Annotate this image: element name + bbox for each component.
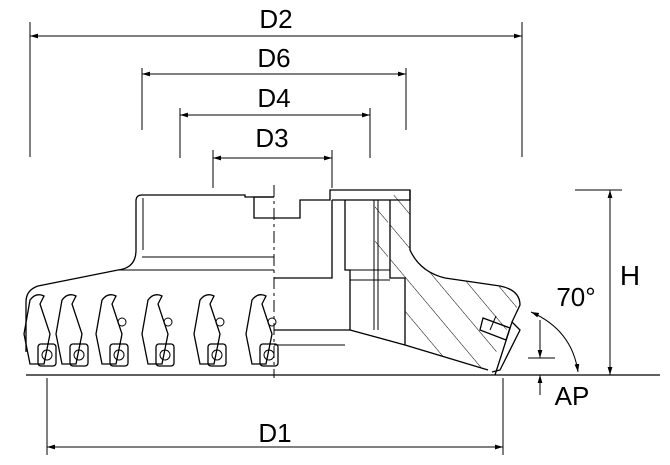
angle-label: 70° [556,282,595,312]
dimension-h: H [575,189,640,375]
right-insert [479,315,521,373]
d1-label: D1 [258,418,291,448]
dimension-d4: D4 [179,83,371,158]
dimension-d1: D1 [46,378,504,455]
dimension-d2: D2 [29,4,523,157]
insert-tooth [193,294,227,367]
dimension-ap: AP [528,320,589,411]
h-label: H [620,260,640,291]
insert-tooth [55,294,89,367]
insert-teeth [23,294,279,367]
insert-tooth [141,294,175,367]
d3-label: D3 [255,123,288,153]
cutter-body [25,185,660,378]
dimension-d3: D3 [212,123,333,188]
d2-label: D2 [259,4,292,34]
dimension-angle: 70° [530,282,596,373]
ap-label: AP [555,381,590,411]
d6-label: D6 [257,43,290,73]
dimension-d6: D6 [141,43,407,130]
insert-tooth [23,294,57,367]
d4-label: D4 [257,83,290,113]
insert-tooth [245,294,279,367]
insert-tooth [95,294,129,367]
